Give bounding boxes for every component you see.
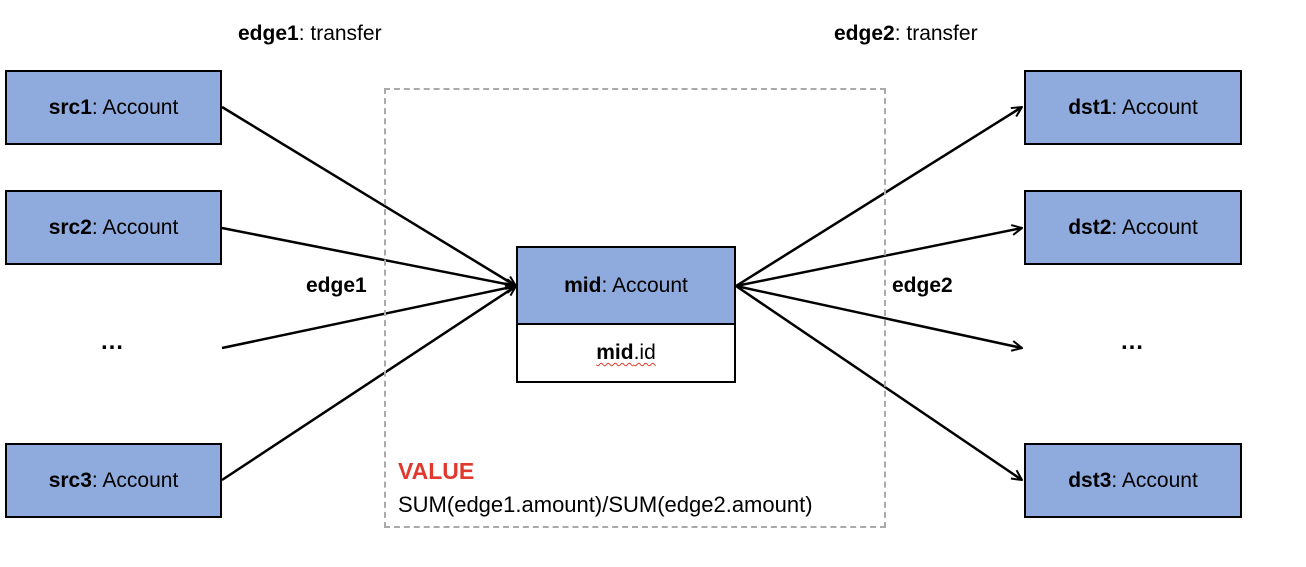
edge-mid-dst3: [735, 284, 1022, 480]
header-edge2-type: : transfer: [894, 22, 978, 45]
dst3-name: dst3: [1068, 468, 1112, 492]
src-ellipsis: …: [100, 328, 124, 355]
src3-node[interactable]: src3 : Account: [5, 443, 222, 518]
mid-attr-name: mid: [596, 341, 634, 364]
src2-node[interactable]: src2 : Account: [5, 190, 222, 265]
value-region: [384, 88, 886, 528]
edge-src3-mid: [221, 286, 516, 482]
dst2-node[interactable]: dst2 : Account: [1024, 190, 1242, 265]
src1-type: : Account: [91, 95, 179, 119]
mid-id-attribute: mid.id: [516, 323, 736, 383]
src2-type: : Account: [91, 215, 179, 239]
header-edge1-label: edge1: transfer: [238, 22, 382, 46]
edge-mid-dst1: [735, 107, 1022, 288]
dst1-node[interactable]: dst1 : Account: [1024, 70, 1242, 145]
mid-node[interactable]: mid : Account: [516, 246, 736, 325]
edge-src1-mid: [221, 105, 516, 286]
header-edge1-name: edge1: [238, 22, 299, 45]
mid-name: mid: [564, 273, 602, 297]
value-title: VALUE: [398, 458, 475, 484]
edge-src2-mid: [221, 226, 516, 286]
dst3-node[interactable]: dst3 : Account: [1024, 443, 1242, 518]
dst2-name: dst2: [1068, 215, 1112, 239]
dst1-name: dst1: [1068, 95, 1112, 119]
dst1-type: : Account: [1111, 95, 1198, 119]
src3-name: src3: [48, 468, 92, 492]
edge2-label: edge2: [892, 274, 953, 297]
header-edge2-label: edge2: transfer: [834, 22, 978, 46]
src1-node[interactable]: src1 : Account: [5, 70, 222, 145]
dst3-type: : Account: [1111, 468, 1198, 492]
src1-name: src1: [48, 95, 92, 119]
edge-mid-ellipsis: [735, 284, 1022, 348]
edge1-label: edge1: [306, 274, 367, 297]
value-expression: SUM(edge1.amount)/SUM(edge2.amount): [398, 492, 813, 517]
edge-ellipsis-mid: [221, 286, 516, 350]
src3-type: : Account: [91, 468, 179, 492]
header-edge2-name: edge2: [834, 22, 895, 45]
mid-attr-rest: .id: [633, 341, 656, 364]
mid-type: : Account: [601, 273, 688, 297]
mid-id-text: mid.id: [596, 341, 656, 365]
edge-mid-dst2: [735, 228, 1022, 288]
src2-name: src2: [48, 215, 92, 239]
dst-ellipsis: …: [1120, 328, 1144, 355]
dst2-type: : Account: [1111, 215, 1198, 239]
header-edge1-type: : transfer: [298, 22, 382, 45]
